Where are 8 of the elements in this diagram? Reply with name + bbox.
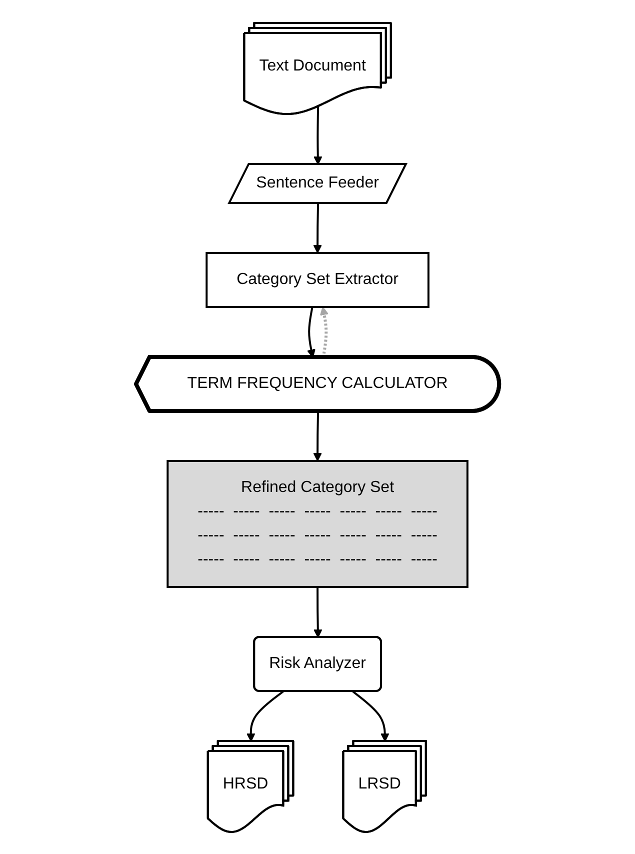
arrow [246, 690, 284, 742]
arrow [313, 586, 322, 638]
node-box: Refined Category Set ----- ----- ----- ----- ----- ----- ----- ----- ----- ----- ----- ----- ----- ----- ----- ----- ----- ----- ----- ----- ----- [166, 460, 468, 588]
arrow [313, 410, 322, 461]
arrow [313, 106, 322, 164]
arrow [313, 203, 322, 253]
node-box: Category Set Extractor [206, 252, 430, 308]
arrow [352, 690, 390, 742]
